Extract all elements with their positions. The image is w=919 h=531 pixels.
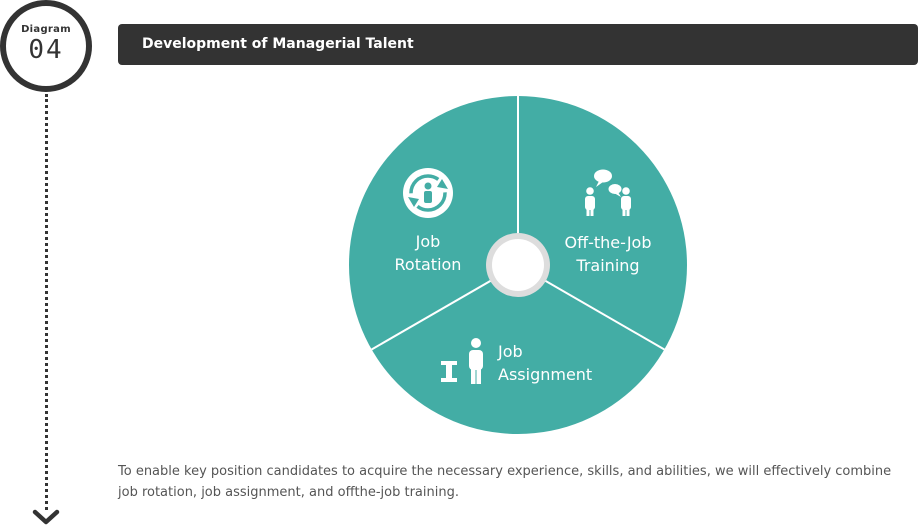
- segment-assignment-line1: Job: [497, 342, 523, 361]
- chevron-down-icon: [32, 509, 60, 525]
- assignment-icon: [441, 338, 483, 384]
- segment-rotation-line2: Rotation: [395, 255, 462, 274]
- segment-assignment-line2: Assignment: [498, 365, 592, 384]
- center-hole: [492, 239, 544, 291]
- segment-rotation-line1: Job: [415, 232, 441, 251]
- segment-training-line2: Training: [575, 256, 639, 275]
- talent-wheel: Job Rotation Off-the-Job Training Job As…: [349, 96, 687, 434]
- training-icon: [585, 169, 631, 216]
- rotation-icon: [403, 168, 453, 218]
- dotted-connector: [45, 94, 48, 510]
- diagram-number: 04: [28, 35, 64, 65]
- diagram-label: Diagram: [21, 24, 71, 35]
- segment-training-line1: Off-the-Job: [565, 233, 652, 252]
- diagram-badge: Diagram 04: [0, 0, 92, 92]
- description-text: To enable key position candidates to acq…: [118, 464, 892, 500]
- title-bar: Development of Managerial Talent: [118, 24, 918, 65]
- page-title: Development of Managerial Talent: [142, 36, 414, 52]
